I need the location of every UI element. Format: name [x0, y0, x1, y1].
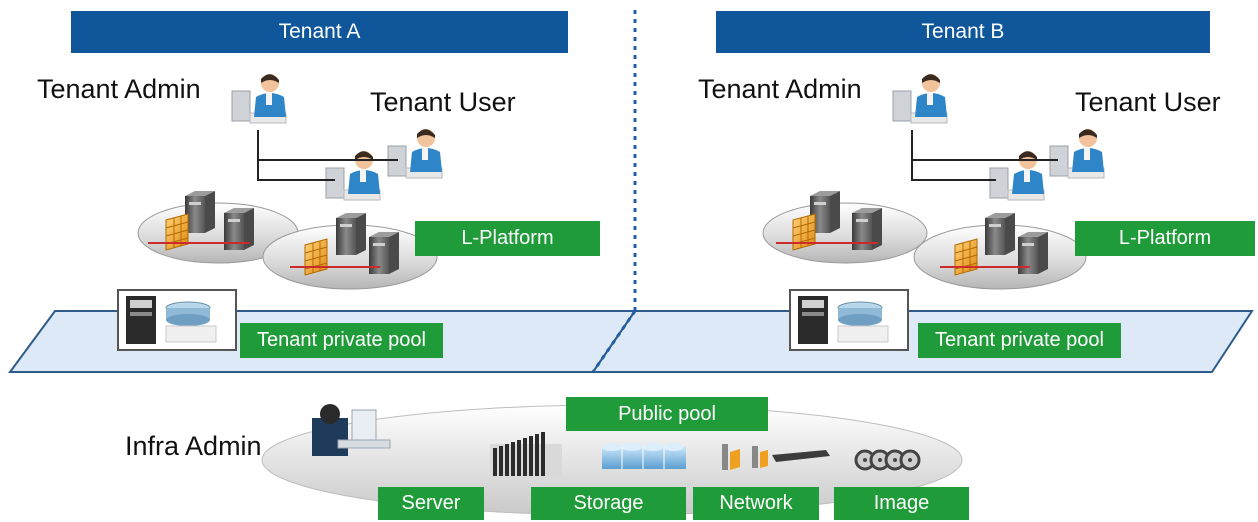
disk-image-icon [854, 449, 921, 471]
tenant-divider-slant [591, 310, 637, 373]
tenant-a-user-icon [387, 128, 443, 179]
tenant-b-l-platform-label: L-Platform [1075, 221, 1255, 256]
tenant-a-l-platform-label: L-Platform [415, 221, 600, 256]
tenant-a-user-label: Tenant User [370, 87, 516, 117]
tenant-a-admin-icon [231, 73, 287, 124]
tenant-b-admin-label: Tenant Admin [698, 74, 862, 104]
storage-icon [602, 443, 686, 469]
tenant-b-header: Tenant B [716, 11, 1210, 53]
tenant-a-l-platform-icon [137, 191, 438, 290]
tenant-b-l-platform-icon [762, 191, 1087, 290]
tenant-a-admin-label: Tenant Admin [37, 74, 201, 104]
tenant-b-user-label: Tenant User [1075, 87, 1221, 117]
tenant-b-user-icon [1049, 128, 1105, 179]
tenant-b-admin-icon [892, 73, 948, 124]
network-icon [722, 444, 830, 470]
tenant-a-pool-resources-icon [117, 289, 237, 351]
tenant-a-connector [257, 130, 398, 181]
resource-storage-label: Storage [531, 487, 686, 520]
tenant-a-user-icon [325, 150, 381, 201]
infra-admin-label: Infra Admin [125, 431, 262, 461]
tenant-a-header: Tenant A [71, 11, 568, 53]
resource-network-label: Network [693, 487, 819, 520]
tenant-b-connector [911, 130, 1058, 181]
tenant-b-private-pool-label: Tenant private pool [918, 323, 1121, 358]
tenant-b-user-icon [989, 150, 1045, 201]
infra-admin-icon [312, 404, 391, 456]
tenant-b-pool-resources-icon [789, 289, 909, 351]
server-icon [490, 432, 562, 478]
tenant-a-private-pool-label: Tenant private pool [240, 323, 443, 358]
resource-server-label: Server [378, 487, 484, 520]
public-pool-label: Public pool [566, 397, 768, 431]
resource-image-label: Image [834, 487, 969, 520]
